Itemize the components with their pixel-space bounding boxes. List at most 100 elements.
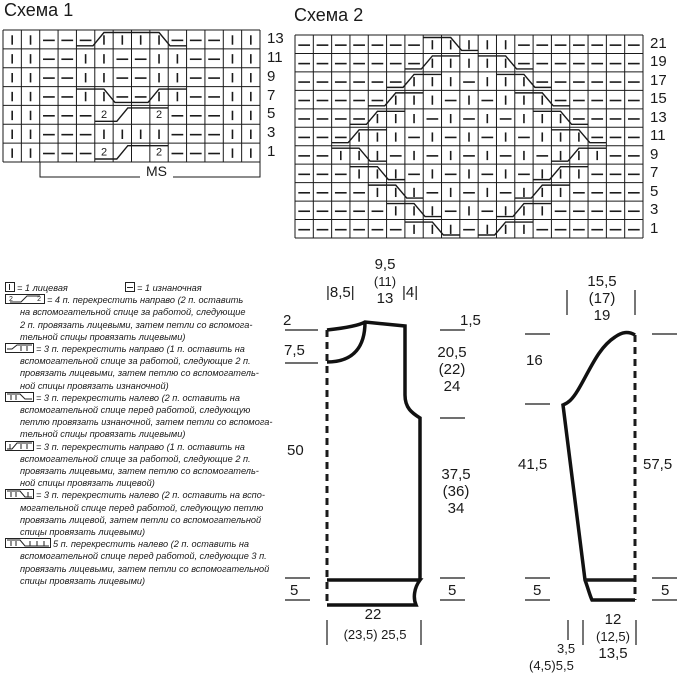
cuff-offset-sizes: (4,5)5,5	[529, 658, 574, 673]
legend-knit: = 1 лицевая	[17, 283, 68, 293]
legend-text: = 3 п. перекрестить направо (1 п. остави…	[36, 441, 245, 452]
legend-line: = 3 п. перекрестить налево (2 п. оставит…	[5, 391, 270, 404]
sleeve-top-2: (17)	[588, 290, 616, 307]
cable-count: 2	[156, 109, 162, 121]
cuff-width-1: 12	[604, 611, 622, 628]
sleeve-rib-right: 5	[661, 582, 670, 599]
cable-cross	[368, 184, 424, 199]
side-length-dim: 37,5 (36) 34	[434, 466, 478, 517]
legend-entry: 5 п. перекрестить налево (2 п. оставить …	[5, 538, 270, 587]
front-neck-outline	[326, 321, 367, 364]
cable-cross	[349, 110, 405, 125]
legend-line: провязать лицевыми, затем петли со вспом…	[5, 563, 270, 575]
cable-cross	[478, 55, 534, 70]
legend-text: провязать лицевыми, затем петлю со вспом…	[20, 466, 259, 477]
legend-line: вспомогательной спице перед работой, сле…	[5, 550, 270, 562]
cable-cross	[331, 147, 387, 162]
row-number: 7	[650, 164, 659, 182]
row-number: 9	[267, 67, 276, 85]
legend-entry: = 3 п. перекрестить налево (2 п. оставит…	[5, 391, 272, 441]
neck-width-1: 9,5	[374, 256, 396, 273]
shoulder-slope: 1,5	[460, 312, 481, 329]
legend-text: провязать лицевыми, затем петлю со вспом…	[20, 368, 259, 379]
legend-line: спицы провязать лицевыми)	[5, 526, 270, 538]
body-rib-left: 5	[290, 582, 299, 599]
legend-line: ной спицы провязать лицевой)	[5, 477, 270, 489]
cable-cross	[533, 110, 589, 125]
legend-text: провязать лицевыми, затем петли со вспом…	[20, 563, 270, 574]
sleeve-cap-height: 16	[526, 352, 543, 369]
legend-line: провязать лицевыми, затем петлю со вспом…	[5, 367, 270, 379]
cable-cross	[386, 202, 442, 218]
legend-text: спицы провязать лицевыми)	[20, 527, 146, 538]
legend-text: = 3 п. перекрестить налево (2 п. оставит…	[36, 392, 240, 403]
cable-cross	[533, 165, 589, 181]
legend-line: 2 п. провязать лицевыми, затем петли со …	[5, 319, 270, 331]
cable-cross	[404, 55, 460, 70]
legend-line: спицы провязать лицевыми)	[5, 575, 270, 587]
cable-cross	[94, 144, 169, 160]
legend-line: тельной спицы провязать лицевыми)	[5, 428, 270, 440]
row-number: 5	[267, 105, 276, 123]
cable-symbol-icon	[5, 489, 34, 500]
sleeve-top-3: 19	[593, 307, 611, 324]
cable-cross	[496, 73, 552, 89]
legend-text: 2 п. провязать лицевыми, затем петли со …	[20, 319, 253, 330]
legend-line: могательной спице перед работой, следующ…	[5, 502, 270, 514]
legend-entry: = 3 п. перекрестить направо (1 п. остави…	[5, 343, 270, 392]
armhole-3: 24	[443, 378, 461, 395]
sleeve-top-1: 15,5	[587, 273, 617, 290]
row-number: 7	[267, 86, 276, 104]
cable-cross	[551, 129, 607, 144]
legend-text: = 3 п. перекрестить направо (1 п. остави…	[36, 344, 245, 355]
body-rib-right: 5	[448, 582, 457, 599]
neck-half-dim: |4|	[402, 284, 419, 301]
row-number: 17	[650, 71, 667, 89]
row-number: 19	[650, 53, 667, 71]
legend-text: провязать лицевой, затем петли со вспомо…	[20, 514, 262, 525]
legend-entry: = 3 п. перекрестить направо (1 п. остави…	[5, 440, 270, 490]
legend-basic: = 1 лицевая = 1 изнаночная	[5, 282, 270, 294]
cable-cross	[131, 31, 187, 47]
legend-text: ной спицы провязать лицевой)	[20, 478, 155, 489]
legend-text: ной спицы провязать изнаночной)	[20, 380, 169, 391]
cuff-offset: 3,5	[557, 641, 576, 656]
sleeve-seam-length: 41,5	[518, 456, 548, 473]
knit-symbol-icon	[5, 282, 15, 292]
body-width-sizes: (23,5) 25,5	[343, 627, 407, 642]
side-length-1: 37,5	[441, 466, 471, 483]
row-number: 3	[267, 124, 276, 142]
cable-cross	[404, 221, 460, 236]
legend-text: на вспомогательной спице за работой, сле…	[20, 307, 246, 318]
purl-symbol-icon	[124, 282, 135, 292]
chart2-title: Схема 2	[294, 5, 364, 25]
sleeve-outline	[561, 330, 636, 602]
cable-cross	[514, 92, 570, 107]
armhole-2: (22)	[438, 361, 466, 378]
cable-symbol-icon	[5, 391, 34, 402]
legend-line: тельной спицы провязать лицевыми)	[5, 331, 270, 343]
legend-line: = 3 п. перекрестить направо (1 п. остави…	[5, 343, 270, 355]
legend-line: 5 п. перекрестить налево (2 п. оставить …	[5, 538, 270, 550]
cable-cross	[496, 202, 552, 218]
cable-cross	[478, 221, 534, 236]
legend-text: тельной спицы провязать лицевыми)	[20, 331, 186, 342]
cable-cross	[94, 107, 169, 122]
legend-text: могательной спице перед работой, следующ…	[20, 502, 264, 513]
cable-cross	[368, 92, 424, 107]
legend-purl: = 1 изнаночная	[136, 283, 202, 293]
body-rib-outline	[327, 578, 424, 607]
sleeve-rib-left: 5	[533, 582, 542, 599]
row-number: 9	[650, 145, 659, 163]
repeat-label: MS	[140, 163, 173, 179]
row-number: 13	[267, 30, 284, 47]
armhole-dim: 20,5 (22) 24	[430, 344, 474, 395]
cable-cross	[423, 36, 479, 52]
body-length: 50	[287, 442, 304, 459]
row-number: 11	[267, 48, 283, 66]
legend-text: вспомогательной спице за работой, следую…	[20, 356, 251, 367]
cable-count: 2	[156, 147, 162, 159]
